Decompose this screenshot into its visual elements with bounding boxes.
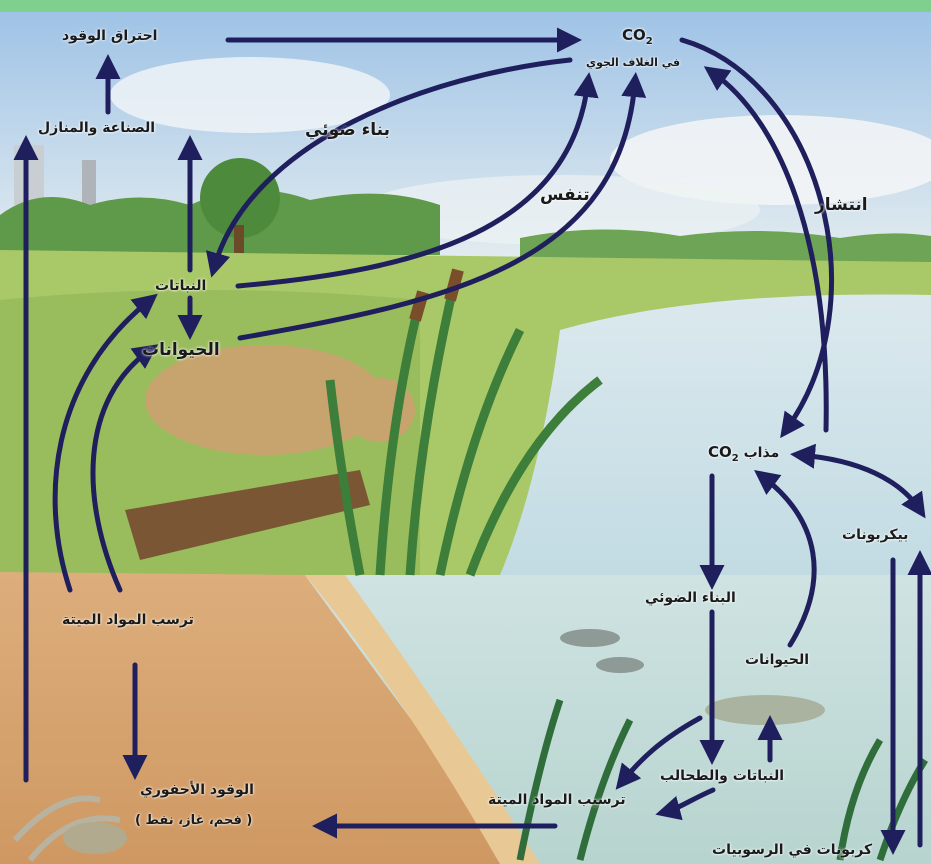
co2-atmosphere-subscript: 2 bbox=[646, 36, 653, 47]
label-fossil-fuel-examples: ( فحم، غاز، نفط ) bbox=[135, 813, 252, 828]
label-co2-atmosphere-note: في الغلاف الجوي bbox=[586, 56, 680, 69]
dissolved-co2-formula-wrap: CO2 bbox=[708, 443, 739, 464]
fish bbox=[705, 695, 825, 725]
label-photosynthesis-land: بناء ضوئي bbox=[305, 120, 390, 140]
dissolved-co2-word: مذاب bbox=[744, 445, 780, 461]
factory-chimney bbox=[82, 160, 96, 205]
fish bbox=[560, 629, 620, 647]
label-photosynthesis-water: البناء الضوئي bbox=[645, 590, 736, 606]
label-co2-atmosphere: CO2 bbox=[622, 26, 653, 47]
label-diffusion: انتشار bbox=[815, 195, 868, 215]
label-bicarbonates: بيكربونات bbox=[842, 527, 908, 543]
co2-atmosphere-formula: CO bbox=[622, 26, 646, 44]
label-carbonates-sediments: كربونات في الرسوبيات bbox=[712, 842, 872, 858]
label-plants: النباتات bbox=[155, 278, 206, 294]
fossil-shell bbox=[63, 822, 127, 854]
label-respiration: تنفس bbox=[540, 185, 590, 205]
label-industry-homes: الصناعة والمنازل bbox=[38, 120, 155, 136]
label-sediment-deposition: ترسيب المواد الميتة bbox=[488, 792, 626, 808]
label-dissolved-co2: مذاب CO2 bbox=[708, 443, 779, 464]
fish bbox=[596, 657, 644, 673]
dissolved-co2-formula: CO bbox=[708, 443, 732, 461]
factory-building bbox=[14, 145, 44, 205]
dissolved-co2-subscript: 2 bbox=[732, 453, 739, 464]
label-animals-land: الحيوانات bbox=[142, 340, 220, 360]
label-dead-matter-deposition: ترسب المواد الميتة bbox=[62, 612, 194, 628]
label-plants-algae: النباتات والطحالب bbox=[660, 768, 784, 784]
label-animals-water: الحيوانات bbox=[745, 652, 809, 668]
label-fuel-combustion: احتراق الوقود bbox=[62, 28, 157, 44]
label-fossil-fuel: الوقود الأحفوري bbox=[140, 782, 254, 798]
